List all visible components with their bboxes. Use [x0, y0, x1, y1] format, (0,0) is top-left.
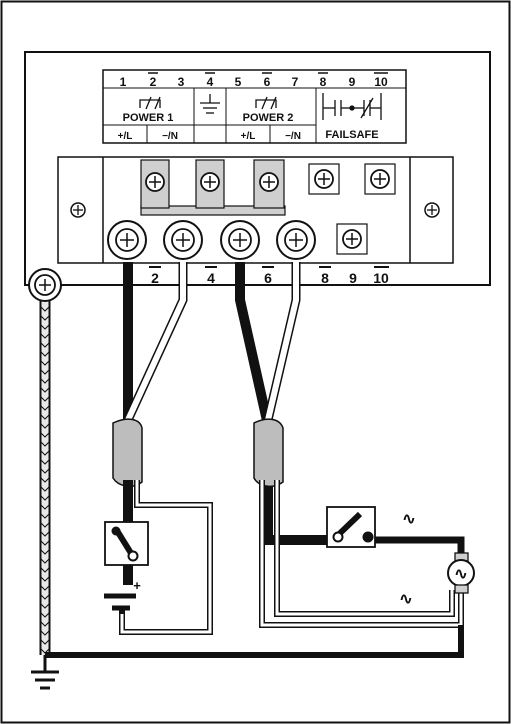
wires [40, 262, 461, 655]
block-label-8: 8 [321, 270, 329, 286]
block-label-10: 10 [373, 270, 389, 286]
terminal-number-4: 4 [207, 75, 214, 89]
terminal-number-3: 3 [178, 75, 185, 89]
mount-screw-right [425, 203, 439, 217]
terminal-number-10: 10 [374, 75, 388, 89]
screw-4-top [201, 173, 219, 191]
terminal-number-6: 6 [264, 75, 271, 89]
wire-6-black [240, 262, 334, 540]
block-label-4: 4 [207, 270, 215, 286]
lug-4 [164, 221, 202, 259]
ground-bus [45, 625, 461, 655]
ac-wave-label-top: ∿ [402, 511, 415, 528]
failsafe-label: FAILSAFE [325, 129, 378, 141]
terminal-number-5: 5 [235, 75, 242, 89]
power1-positive-label: +/L [118, 131, 133, 142]
screw-6-top [260, 173, 278, 191]
lug-6 [221, 221, 259, 259]
terminal-number-1: 1 [120, 75, 127, 89]
lug-ground [29, 269, 61, 301]
screw-8-top [315, 170, 333, 188]
ac-wave-label-bottom: ∿ [399, 591, 412, 608]
terminal-number-2: 2 [150, 75, 157, 89]
terminal-number-7: 7 [292, 75, 299, 89]
battery-plus-label: + [133, 578, 141, 593]
power2-label: POWER 2 [243, 112, 294, 124]
screw-2-top [146, 173, 164, 191]
left-switch [105, 522, 148, 565]
screw-10-top [371, 170, 389, 188]
mount-screw-left [71, 203, 85, 217]
block-label-2: 2 [151, 270, 159, 286]
lug-2 [108, 221, 146, 259]
lug-8 [277, 221, 315, 259]
block-label-9: 9 [349, 270, 357, 286]
power2-positive-label: +/L [241, 131, 256, 142]
shield-sleeve-right [254, 419, 283, 486]
terminal-number-8: 8 [320, 75, 327, 89]
right-switch [327, 507, 375, 547]
power1-label: POWER 1 [123, 112, 174, 124]
screw-9 [343, 230, 361, 248]
earth-ground-icon [31, 655, 59, 688]
power2-negative-label: −/N [285, 131, 301, 142]
block-label-6: 6 [264, 270, 272, 286]
shield-sleeve-left [113, 419, 142, 486]
power1-negative-label: −/N [162, 131, 178, 142]
terminal-number-9: 9 [349, 75, 356, 89]
ac-source-symbol: ∿ [454, 566, 467, 583]
